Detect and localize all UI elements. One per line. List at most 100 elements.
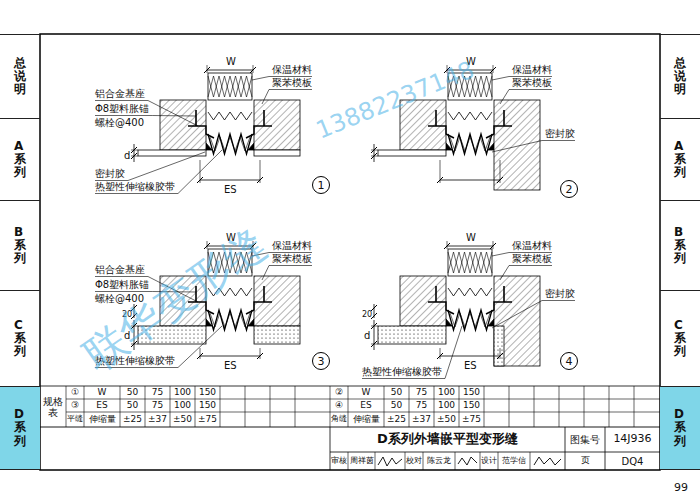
title-block-line xyxy=(480,452,481,470)
table-cell-text: 150 xyxy=(459,399,484,412)
dimension-tick xyxy=(371,147,377,153)
part-label: 热塑性伸缩橡胶带 xyxy=(95,181,175,193)
table-cell-text: ±37 xyxy=(145,412,170,427)
anchor-bolt xyxy=(263,286,265,302)
table-cell-text: W xyxy=(84,386,120,399)
table-cell-text: 75 xyxy=(409,386,434,399)
wall-section xyxy=(160,100,206,150)
table-line xyxy=(40,427,660,428)
part-label: 密封胶 xyxy=(545,128,575,140)
tab-text: 总说明 xyxy=(674,57,686,97)
dimension-label: d xyxy=(364,330,370,342)
table-cell-text: 校对 xyxy=(405,452,423,470)
table-cell-text: 100 xyxy=(170,386,195,399)
dimension-label: d xyxy=(124,150,130,162)
dimension-label: ES xyxy=(464,360,477,372)
table-cell-text: ③ xyxy=(66,399,84,412)
rubber-belt xyxy=(448,134,492,154)
dimension-label: 20 xyxy=(362,310,372,319)
title-block-line xyxy=(455,452,456,470)
callout-circle: 1 xyxy=(312,176,330,194)
sealant xyxy=(248,143,254,150)
insulation-board xyxy=(448,249,492,276)
leader-line xyxy=(95,115,196,117)
anchor-bolt xyxy=(195,110,197,126)
finish-layer xyxy=(378,326,446,344)
dimension-line xyxy=(134,144,135,162)
insulation-pattern xyxy=(448,252,492,273)
table-cell-text: ① xyxy=(66,386,84,399)
dimension-line xyxy=(440,180,500,181)
callout-circle: 3 xyxy=(312,352,330,370)
rubber-belt xyxy=(450,137,490,151)
sealant xyxy=(248,319,254,326)
table-cell-text: 50 xyxy=(120,399,145,412)
table-line xyxy=(270,386,271,427)
dimension-label: 螺栓@400 xyxy=(95,117,144,129)
table-cell-text: W xyxy=(348,386,384,399)
tab-text: C系列 xyxy=(14,319,26,359)
dimension-label: W xyxy=(226,56,236,68)
dimension-line xyxy=(374,320,375,350)
table-cell-text: 100 xyxy=(434,399,459,412)
table-cell-text: ES xyxy=(84,399,120,412)
leader-line xyxy=(262,90,312,105)
title-block-line xyxy=(498,452,499,470)
title-block-line xyxy=(375,452,376,470)
extension-line xyxy=(500,348,501,359)
leader-line xyxy=(500,266,552,281)
title-block-line xyxy=(605,427,606,470)
rubber-belt xyxy=(210,313,250,327)
part-label: Φ8塑料胀锚 xyxy=(95,103,149,115)
table-cell-text: ±50 xyxy=(170,412,195,427)
dimension-line xyxy=(374,144,375,162)
table-line xyxy=(120,386,121,427)
table-cell-text: ② xyxy=(330,386,348,399)
table-cell-text: ±25 xyxy=(384,412,409,427)
table-cell-text: 100 xyxy=(170,399,195,412)
dimension-tick xyxy=(497,177,503,183)
insulation-board xyxy=(208,73,252,100)
leader-line xyxy=(95,152,205,181)
title-block-line xyxy=(330,452,660,453)
series-tab: D系列 xyxy=(0,386,40,470)
drawing-frame xyxy=(40,34,660,470)
drawing-title: D系列外墙嵌平型变形缝 xyxy=(330,427,565,452)
leader-line xyxy=(362,326,462,379)
table-line xyxy=(584,386,585,427)
aluminium-base xyxy=(246,126,272,138)
table-cell-text: 100 xyxy=(434,386,459,399)
part-label: 热塑性伸缩橡胶带 xyxy=(362,366,442,378)
title-block-line xyxy=(565,427,566,470)
table-line xyxy=(434,386,435,427)
aluminium-base xyxy=(428,302,454,314)
table-line xyxy=(220,386,221,427)
table-cell-text: 50 xyxy=(384,399,409,412)
title-block-line xyxy=(405,452,406,470)
dimension-tick xyxy=(257,353,263,359)
insulation-pattern xyxy=(208,76,252,97)
table-cell-text: ES xyxy=(348,399,384,412)
table-cell-text: ±75 xyxy=(459,412,484,427)
finish-layer xyxy=(254,326,300,344)
anchor-bolt xyxy=(503,110,505,126)
leader-line xyxy=(492,141,575,153)
part-label: 密封胶 xyxy=(95,168,125,180)
series-tab: B系列 xyxy=(660,200,700,290)
leader-line xyxy=(500,90,552,105)
table-line xyxy=(84,386,85,427)
table-line xyxy=(295,386,296,427)
wall-section xyxy=(494,276,540,366)
dimension-tick xyxy=(490,243,496,249)
rubber-belt xyxy=(450,313,490,327)
table-line xyxy=(170,386,171,427)
part-label: 聚苯模板 xyxy=(272,253,312,265)
extension-line xyxy=(440,348,441,359)
finish-layer xyxy=(494,326,504,366)
tab-text: D系列 xyxy=(14,408,26,448)
aluminium-base xyxy=(486,126,512,138)
table-line xyxy=(40,386,660,387)
dimension-line xyxy=(200,180,260,181)
series-tab: C系列 xyxy=(0,290,40,386)
